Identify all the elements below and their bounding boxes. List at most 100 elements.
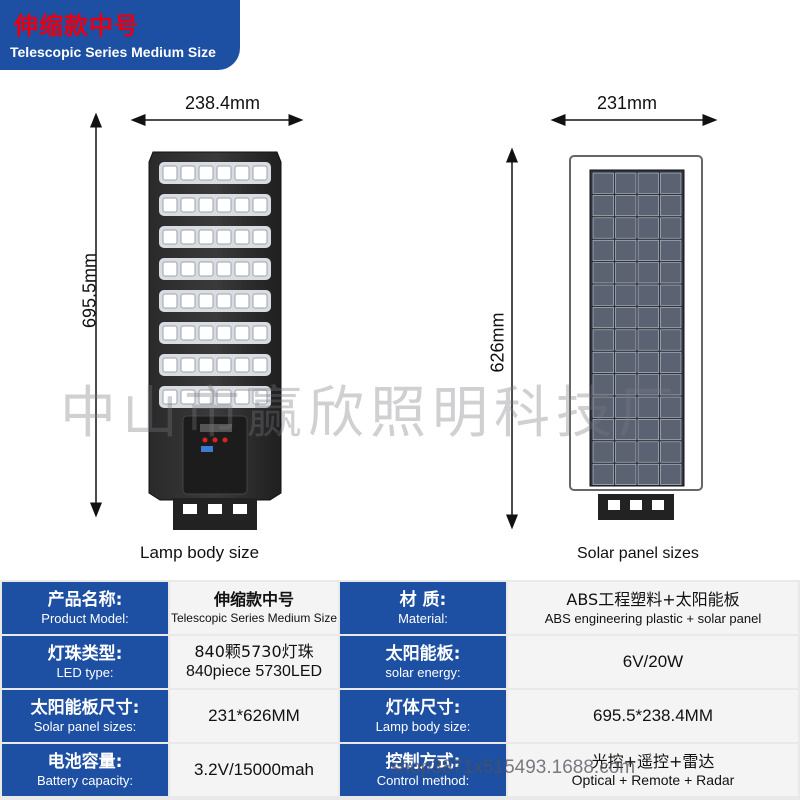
led-chip — [252, 165, 268, 181]
solar-cell — [637, 217, 659, 239]
solar-cell — [615, 441, 637, 463]
dimension-lines — [90, 112, 718, 530]
company-watermark: 中山市赢欣照明科技厂 — [60, 381, 680, 446]
solar-cell — [615, 396, 637, 418]
led-chip — [198, 165, 214, 181]
solar-cell — [637, 262, 659, 284]
spec-label: 材 质: Material: — [340, 582, 506, 634]
solar-cell — [592, 351, 614, 373]
spec-value-zh: ABS工程塑料+太阳能板 — [566, 589, 740, 609]
spec-label-en: Product Model: — [41, 610, 129, 626]
spec-label: 太阳能板: solar energy: — [340, 636, 506, 688]
solar-cell — [615, 217, 637, 239]
solar-cell — [637, 351, 659, 373]
solar-cell — [637, 374, 659, 396]
solar-cell — [637, 396, 659, 418]
spec-row: 灯珠类型: LED type: 840颗5730灯珠 840piece 5730… — [0, 636, 800, 688]
lamp-width-label: 238.4mm — [185, 93, 261, 113]
solar-cell — [660, 217, 682, 239]
led-chip — [252, 325, 268, 341]
led-chip — [162, 325, 178, 341]
led-chip — [234, 357, 250, 373]
solar-cell — [660, 396, 682, 418]
spec-label-zh: 电池容量: — [47, 751, 123, 772]
solar-cell — [660, 374, 682, 396]
solar-cell — [637, 441, 659, 463]
spec-row: 电池容量: Battery capacity: 3.2V/15000mah 控制… — [0, 744, 800, 796]
spec-value-text: 3.2V/15000mah — [193, 760, 315, 779]
spec-label-en: Control method: — [376, 772, 470, 788]
lamp-body-image — [148, 151, 282, 530]
spec-value-zh: 光控+遥控+雷达 — [591, 751, 715, 771]
led-chip — [252, 261, 268, 277]
spec-label: 电池容量: Battery capacity: — [2, 744, 168, 796]
led-chip — [162, 293, 178, 309]
spec-label-en: LED type: — [56, 664, 114, 680]
spec-label-zh: 灯珠类型: — [47, 643, 123, 664]
led-chip — [162, 197, 178, 213]
spec-value-text: 6V/20W — [622, 652, 684, 671]
solar-cell — [637, 284, 659, 306]
led-chip — [216, 165, 232, 181]
solar-cell — [637, 195, 659, 217]
spec-label-zh: 太阳能板尺寸: — [30, 697, 140, 718]
led-chip — [162, 229, 178, 245]
solar-cell — [592, 195, 614, 217]
solar-cell — [660, 262, 682, 284]
solar-cell — [615, 172, 637, 194]
spec-value: ABS工程塑料+太阳能板 ABS engineering plastic + s… — [508, 582, 798, 634]
panel-width-label: 231mm — [597, 93, 658, 113]
led-chip — [234, 261, 250, 277]
solar-cell — [592, 172, 614, 194]
spec-value-en: Optical + Remote + Radar — [571, 771, 735, 788]
solar-cell — [637, 307, 659, 329]
solar-cell — [637, 463, 659, 485]
spec-value-zh: 伸缩款中号 — [213, 589, 294, 609]
solar-cell — [660, 195, 682, 217]
solar-cell — [592, 441, 614, 463]
solar-cell — [615, 351, 637, 373]
header-subtitle: Telescopic Series Medium Size — [10, 44, 216, 60]
led-chip — [198, 229, 214, 245]
led-chip — [216, 325, 232, 341]
spec-label: 灯体尺寸: Lamp body size: — [340, 690, 506, 742]
spec-label-zh: 控制方式: — [385, 751, 461, 772]
spec-value: 3.2V/15000mah — [170, 744, 338, 796]
led-chip — [216, 229, 232, 245]
solar-cell — [660, 441, 682, 463]
spec-value: 6V/20W — [508, 636, 798, 688]
spec-value-en: ABS engineering plastic + solar panel — [544, 610, 762, 626]
spec-row: 产品名称: Product Model: 伸缩款中号 Telescopic Se… — [0, 582, 800, 634]
solar-cell — [615, 284, 637, 306]
led-chip — [252, 293, 268, 309]
solar-cell — [660, 239, 682, 261]
spec-label-zh: 灯体尺寸: — [385, 697, 461, 718]
led-chip — [198, 325, 214, 341]
spec-label-en: Lamp body size: — [375, 718, 471, 734]
header-badge: 伸缩款中号 Telescopic Series Medium Size — [0, 0, 240, 70]
solar-cell — [615, 329, 637, 351]
spec-row: 太阳能板尺寸: Solar panel sizes: 231*626MM 灯体尺… — [0, 690, 800, 742]
spec-label-en: solar energy: — [385, 664, 461, 680]
spec-value: 231*626MM — [170, 690, 338, 742]
solar-cell — [615, 374, 637, 396]
led-chip — [162, 261, 178, 277]
solar-cell — [592, 329, 614, 351]
led-chip — [180, 261, 196, 277]
header-title: 伸缩款中号 — [14, 12, 139, 40]
spec-value: 光控+遥控+雷达 Optical + Remote + Radar — [508, 744, 798, 796]
solar-cell — [592, 239, 614, 261]
spec-label-en: Battery capacity: — [36, 772, 134, 788]
solar-cell — [592, 419, 614, 441]
led-chip — [198, 261, 214, 277]
led-chip — [162, 389, 178, 405]
spec-value-zh: 840颗5730灯珠 — [194, 642, 314, 661]
spec-label-zh: 产品名称: — [47, 589, 123, 610]
led-chip — [198, 357, 214, 373]
spec-label-en: Material: — [398, 610, 448, 626]
spec-label-en: Solar panel sizes: — [33, 718, 137, 734]
solar-cell — [637, 329, 659, 351]
spec-table: 产品名称: Product Model: 伸缩款中号 Telescopic Se… — [0, 580, 800, 800]
spec-label: 控制方式: Control method: — [340, 744, 506, 796]
led-chip — [162, 357, 178, 373]
